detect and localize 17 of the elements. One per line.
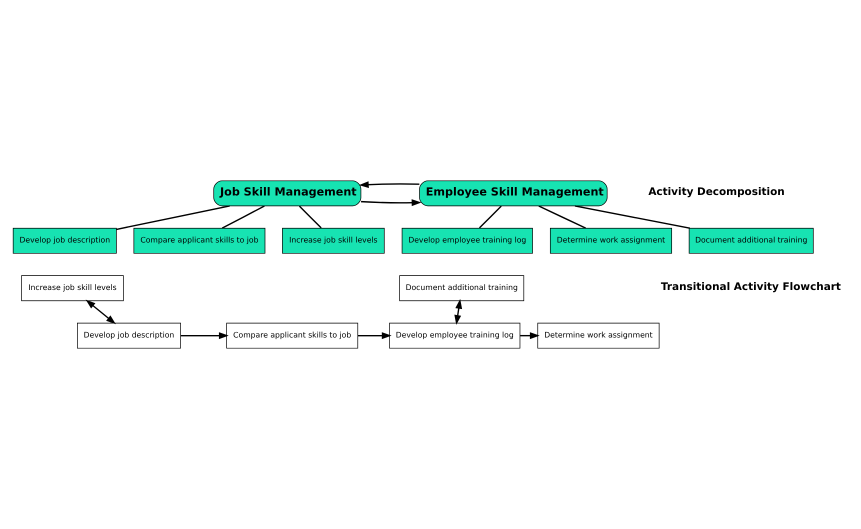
- arrow: [358, 332, 392, 340]
- connector: [574, 205, 690, 229]
- label: Activity Decomposition: [648, 186, 785, 198]
- connector: [222, 205, 265, 229]
- connector: [538, 205, 586, 229]
- node-box: Employee Skill Management: [419, 180, 608, 206]
- connector: [298, 206, 322, 228]
- arrow: [358, 181, 420, 188]
- arrow: [454, 298, 462, 325]
- connector: [116, 205, 230, 230]
- arrow: [180, 332, 229, 340]
- arrow: [361, 199, 422, 206]
- arrow: [520, 332, 540, 340]
- node-box: Job Skill Management: [213, 180, 362, 206]
- connector: [478, 206, 502, 228]
- label: Transitional Activity Flowchart: [660, 280, 841, 293]
- arrow: [86, 300, 116, 324]
